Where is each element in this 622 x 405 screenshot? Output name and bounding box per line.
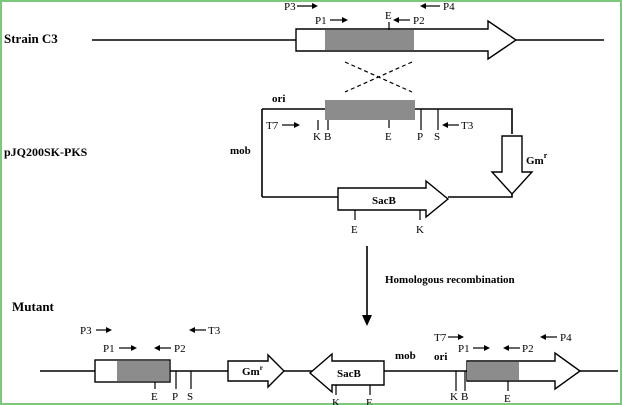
mutant-primer-p1b: P1: [458, 343, 470, 355]
plasmid-mob-label: mob: [230, 145, 251, 157]
mutant-label: Mutant: [12, 299, 55, 314]
mutant-primer-p1: P1: [103, 343, 115, 355]
strain-primer-p1: P1: [315, 15, 327, 27]
mutant-sacb-site-e: E: [366, 397, 373, 405]
plasmid-sacb-site-e: E: [351, 224, 358, 236]
mutant-p1-arrowhead: [131, 345, 137, 351]
plasmid-homology-region: [325, 100, 415, 120]
mutant-gm-text: Gm: [242, 366, 260, 378]
mutant-p4-arrowhead: [540, 334, 546, 340]
strain-site-e: E: [385, 10, 392, 22]
strain-p4-arrowhead: [420, 3, 426, 9]
mutant-gm-arrow: [227, 353, 285, 389]
plasmid-gm-text: Gm: [526, 155, 544, 167]
mutant-p1b-arrowhead: [484, 345, 490, 351]
plasmid-primer-t3: T3: [461, 120, 474, 132]
plasmid-gm-arrow: [490, 135, 534, 196]
mutant-t7-arrowhead: [458, 334, 464, 340]
mutant-ori-label: ori: [434, 351, 447, 363]
plasmid-t7-arrowhead: [294, 122, 300, 128]
plasmid-site-s: S: [434, 131, 440, 143]
mutant-primer-p2b: P2: [522, 343, 534, 355]
mutant-right-site-k: K: [450, 391, 458, 403]
plasmid-t3-arrowhead: [442, 122, 448, 128]
plasmid-gm-label: Gmr: [526, 151, 548, 167]
plasmid-label: pJQ200SK-PKS: [4, 145, 88, 159]
mutant-sacb-label: SacB: [337, 368, 362, 380]
plasmid-site-p: P: [417, 131, 423, 143]
strain-primer-p2: P2: [413, 15, 425, 27]
mutant-primer-p3: P3: [80, 325, 92, 337]
strain-p2-arrowhead: [393, 17, 399, 23]
strain-primer-p3: P3: [284, 1, 296, 13]
plasmid-site-e: E: [385, 131, 392, 143]
mutant-sacb-site-k: K: [332, 397, 340, 405]
mutant-gm-sup: r: [260, 364, 263, 372]
mutant-mob-label: mob: [395, 350, 416, 362]
strain-p1-arrowhead: [342, 17, 348, 23]
mutant-gm-label: Gmr: [242, 364, 263, 378]
mutant-right-homology: [467, 362, 519, 380]
plasmid-gm-sup: r: [544, 151, 548, 160]
mutant-p2b-arrowhead: [503, 345, 509, 351]
recombination-arrowhead: [362, 315, 372, 326]
strain-label: Strain C3: [4, 31, 58, 46]
plasmid-sacb-site-k: K: [416, 224, 424, 236]
plasmid-site-b: B: [324, 131, 331, 143]
mutant-sacb-arrow: [308, 352, 385, 394]
plasmid-bottom-right-line: [448, 192, 513, 198]
mutant-primer-p2: P2: [174, 343, 186, 355]
mutant-p2-arrowhead: [154, 345, 160, 351]
process-label: Homologous recombination: [385, 274, 515, 286]
mutant-right-site-e: E: [504, 393, 511, 405]
strain-p3-arrowhead: [312, 3, 318, 9]
plasmid-sacb-label: SacB: [372, 195, 397, 207]
mutant-left-site-s: S: [187, 391, 193, 403]
mutant-primer-t7: T7: [434, 332, 447, 344]
mutant-right-site-b: B: [461, 391, 468, 403]
mutant-left-site-p: P: [172, 391, 178, 403]
mutant-left-homology: [117, 361, 169, 381]
mutant-t3-arrowhead: [189, 327, 195, 333]
mutant-primer-p4: P4: [560, 332, 572, 344]
plasmid-site-k: K: [313, 131, 321, 143]
crossover-line-b: [344, 61, 413, 93]
mutant-p3-arrowhead: [106, 327, 112, 333]
mutant-left-site-e: E: [151, 391, 158, 403]
plasmid-ori-label: ori: [272, 93, 285, 105]
strain-homology-region: [325, 30, 414, 50]
plasmid-primer-t7: T7: [266, 120, 279, 132]
mutant-primer-t3: T3: [208, 325, 221, 337]
plasmid-sacb-arrow: [337, 179, 450, 219]
strain-primer-p4: P4: [443, 1, 455, 13]
